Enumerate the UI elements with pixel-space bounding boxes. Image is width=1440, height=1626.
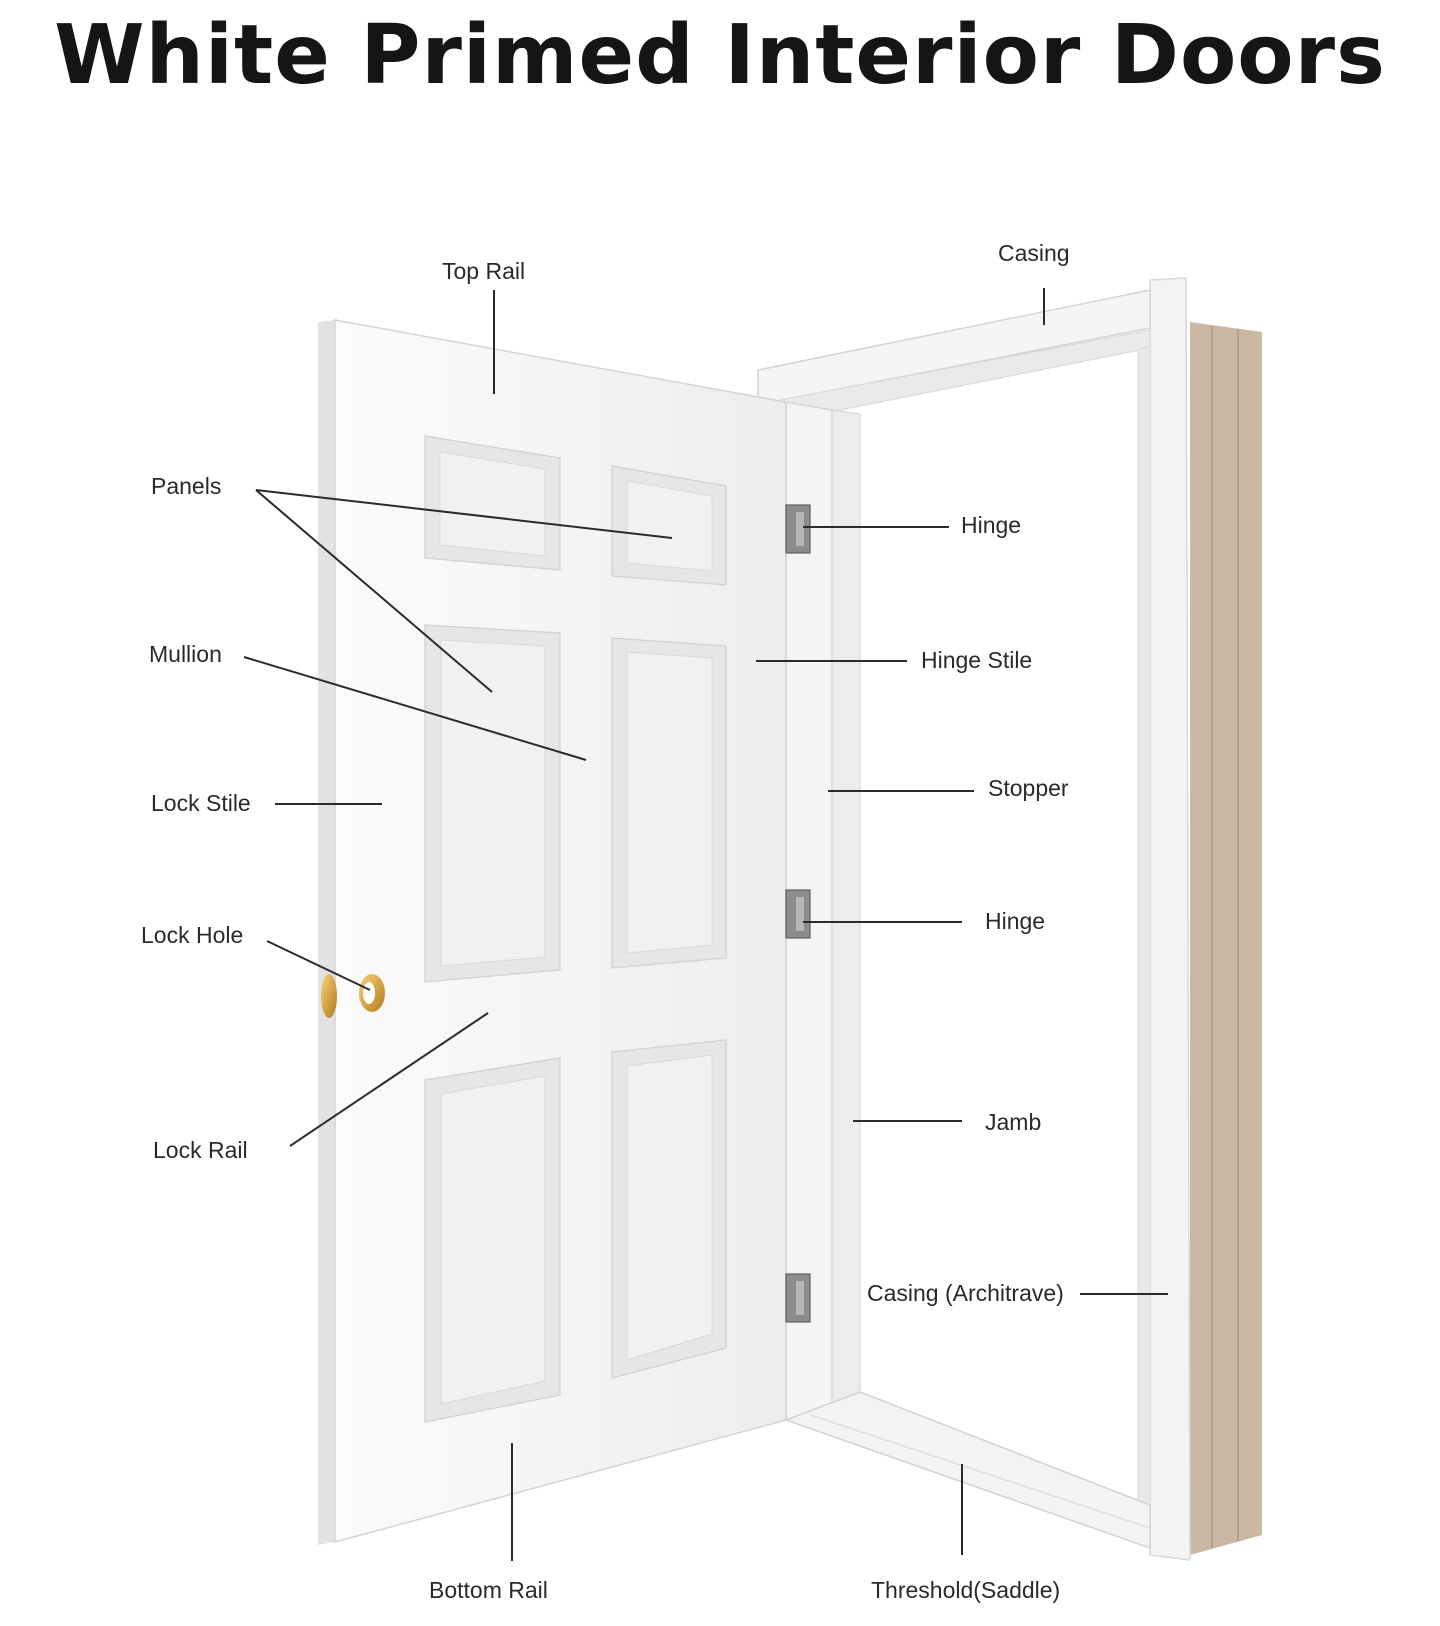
page-title: White Primed Interior Doors xyxy=(54,8,1386,103)
hinge-icon xyxy=(785,889,811,939)
door-panel-6 xyxy=(611,1039,727,1379)
hinge-icon xyxy=(785,1273,811,1323)
threshold-saddle xyxy=(783,1391,1151,1550)
door-panel-1 xyxy=(424,435,561,571)
casing-side-edge xyxy=(1190,322,1262,1555)
label-bottom-rail: Bottom Rail xyxy=(429,1577,548,1603)
label-stopper: Stopper xyxy=(988,775,1069,801)
door-panel-2 xyxy=(611,465,727,586)
stopper-strip xyxy=(831,409,861,1406)
label-hinge-top: Hinge xyxy=(961,512,1021,538)
door-panel-3 xyxy=(424,624,561,983)
label-mullion: Mullion xyxy=(149,641,222,667)
label-threshold: Threshold(Saddle) xyxy=(871,1577,1060,1603)
casing-top-head xyxy=(757,289,1151,406)
label-hinge-stile: Hinge Stile xyxy=(921,647,1032,673)
casing-right-vertical xyxy=(1149,277,1191,1561)
door-panel-5 xyxy=(424,1057,561,1423)
label-jamb: Jamb xyxy=(985,1109,1041,1135)
label-casing: Casing xyxy=(998,240,1070,266)
labels: Top Rail Casing Panels Hinge Mullion Hin… xyxy=(141,240,1070,1603)
label-lock-stile: Lock Stile xyxy=(151,790,251,816)
label-lock-rail: Lock Rail xyxy=(153,1137,248,1163)
label-panels: Panels xyxy=(151,473,221,499)
door-panel-4 xyxy=(611,637,727,969)
hinge-icon xyxy=(785,504,811,554)
label-top-rail: Top Rail xyxy=(442,258,525,284)
label-lock-hole: Lock Hole xyxy=(141,922,243,948)
leader-lines xyxy=(243,288,1168,1561)
label-hinge-middle: Hinge xyxy=(985,908,1045,934)
label-casing-architrave: Casing (Architrave) xyxy=(867,1280,1064,1306)
door-leaf xyxy=(318,319,787,1545)
